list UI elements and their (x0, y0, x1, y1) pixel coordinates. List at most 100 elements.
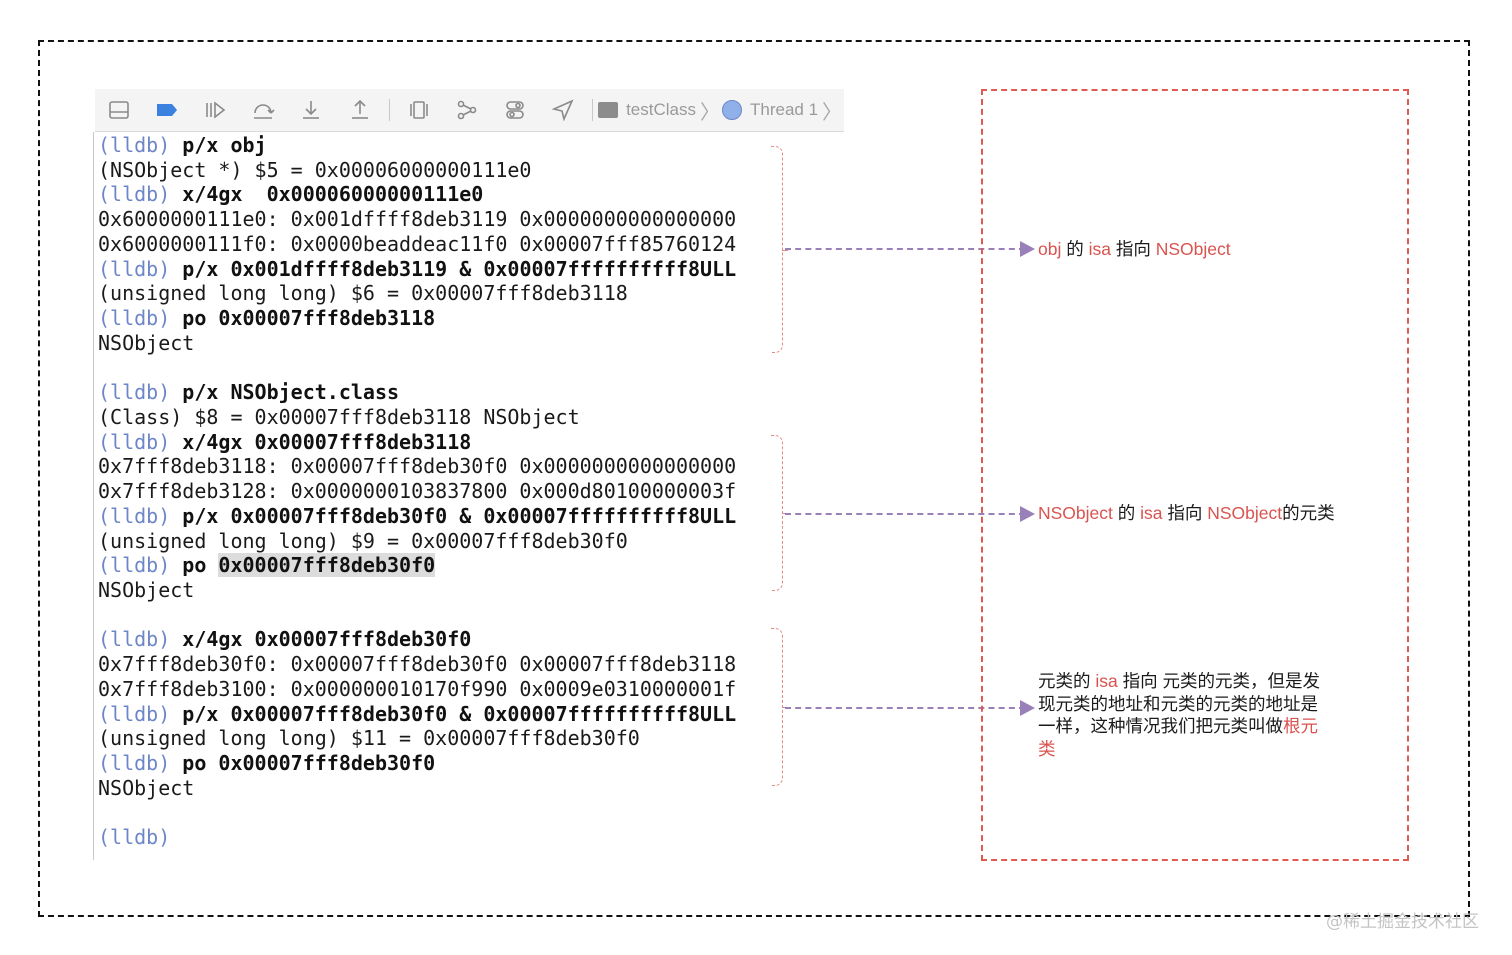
console-command-line: (lldb) x/4gx 0x00007fff8deb30f0 (98, 627, 842, 652)
chevron-right-icon: 〉 (699, 101, 720, 124)
lldb-prompt: (lldb) (98, 825, 171, 850)
annotation-note-1: obj 的 isa 指向 NSObject (1038, 238, 1231, 261)
breadcrumb-thread[interactable]: Thread 1 (749, 100, 819, 119)
breakpoint-icon[interactable] (143, 89, 191, 132)
environment-overrides-icon[interactable] (491, 89, 539, 132)
debug-view-hierarchy-icon[interactable] (395, 89, 443, 132)
note-term: 类 (1038, 738, 1056, 759)
annotation-box (981, 89, 1409, 861)
outer-dashed-frame (38, 40, 1470, 917)
console-output-line: 0x7fff8deb30f0: 0x00007fff8deb30f0 0x000… (98, 652, 737, 677)
lldb-console[interactable]: (lldb) p/x obj(NSObject *) $5 = 0x000060… (98, 133, 842, 858)
console-command: p/x 0x00007fff8deb30f0 & 0x00007ffffffff… (182, 701, 737, 726)
step-into-icon[interactable] (287, 89, 335, 132)
brace-group-2 (771, 435, 788, 591)
console-command-line: (lldb) po 0x00007fff8deb30f0 (98, 553, 842, 578)
console-command-line: (lldb) p/x 0x00007fff8deb30f0 & 0x00007f… (98, 504, 842, 529)
lldb-prompt: (lldb) (98, 256, 171, 281)
console-output-line: (Class) $8 = 0x00007fff8deb3118 NSObject (98, 404, 580, 429)
note-text: 现元类的地址和元类的元类的地址是 (1038, 693, 1318, 714)
console-command: po 0x00007fff8deb3118 (182, 306, 436, 331)
console-output-line (98, 800, 842, 825)
console-command: p/x 0x00007fff8deb30f0 & 0x00007ffffffff… (182, 503, 737, 528)
console-output-line: 0x7fff8deb3128: 0x0000000103837800 0x000… (98, 479, 737, 504)
console-command: x/4gx 0x00006000000111e0 (182, 182, 484, 207)
note-text: 的 (1061, 239, 1089, 259)
arrow-head-3 (1020, 700, 1035, 716)
console-output-line: NSObject (98, 775, 195, 800)
lldb-prompt: (lldb) (98, 429, 171, 454)
arrow-head-1 (1020, 241, 1035, 257)
simulate-location-icon[interactable] (539, 89, 587, 132)
console-command-line: (lldb) p/x 0x001dffff8deb3119 & 0x00007f… (98, 257, 842, 282)
console-command-line: (lldb) po 0x00007fff8deb3118 (98, 306, 842, 331)
note-term: 根元 (1283, 716, 1318, 736)
lldb-prompt: (lldb) (98, 133, 171, 157)
toolbar-separator (388, 99, 390, 121)
lldb-prompt: (lldb) (98, 553, 171, 578)
note-text: 指向 (1162, 503, 1208, 523)
brace-group-3 (771, 628, 788, 786)
console-command-line: (lldb) po 0x00007fff8deb30f0 (98, 751, 842, 776)
brace-group-1 (771, 146, 788, 353)
step-out-icon[interactable] (336, 89, 384, 132)
watermark: @稀土掘金技术社区 (1326, 912, 1479, 932)
arrow-head-2 (1020, 506, 1035, 522)
note-text: 指向 (1110, 239, 1156, 259)
lldb-prompt: (lldb) (98, 701, 171, 726)
console-output-line: NSObject (98, 330, 195, 355)
arrow-1 (785, 248, 1025, 250)
console-output-line: (unsigned long long) $9 = 0x00007fff8deb… (98, 528, 628, 553)
console-command-line: (lldb) p/x obj (98, 133, 842, 158)
note-text: 元类的 (1038, 671, 1096, 691)
note-term: isa (1140, 503, 1163, 523)
arrow-2 (785, 513, 1025, 515)
console-command: po 0x00007fff8deb30f0 (182, 750, 436, 775)
memory-graph-icon[interactable] (443, 89, 491, 132)
note-term: NSObject (1038, 503, 1113, 523)
console-command: x/4gx 0x00007fff8deb3118 (182, 429, 472, 454)
console-command-line: (lldb) p/x NSObject.class (98, 380, 842, 405)
arrow-3 (785, 707, 1025, 709)
console-output-line: (NSObject *) $5 = 0x00006000000111e0 (98, 157, 532, 182)
console-output-line: 0x7fff8deb3118: 0x00007fff8deb30f0 0x000… (98, 454, 737, 479)
debug-toolbar: testClass 〉 Thread 1 〉 (95, 89, 844, 132)
lldb-prompt: (lldb) (98, 182, 171, 207)
console-output-line: (unsigned long long) $11 = 0x00007fff8de… (98, 726, 640, 751)
lldb-prompt: (lldb) (98, 627, 171, 652)
console-output-line: 0x6000000111e0: 0x001dffff8deb3119 0x000… (98, 207, 737, 232)
selected-address[interactable]: 0x00007fff8deb30f0 (218, 553, 436, 578)
console-output-line: 0x6000000111f0: 0x0000beaddeac11f0 0x000… (98, 231, 737, 256)
note-text: 的元类 (1282, 503, 1335, 523)
console-output-line: (unsigned long long) $6 = 0x00007fff8deb… (98, 281, 628, 306)
annotation-note-3: 元类的 isa 指向 元类的元类，但是发 现元类的地址和元类的元类的地址是 一样… (1038, 670, 1348, 760)
breadcrumb: testClass 〉 Thread 1 〉 (598, 96, 844, 125)
toolbar-separator (592, 99, 594, 121)
console-output-line (98, 603, 842, 628)
continue-icon[interactable] (191, 89, 239, 132)
thread-icon (721, 100, 742, 120)
chevron-right-icon: 〉 (822, 101, 843, 124)
console-command: p/x obj (182, 133, 267, 157)
target-icon (598, 102, 619, 118)
console-command: x/4gx 0x00007fff8deb30f0 (182, 627, 472, 652)
console-command-line: (lldb) x/4gx 0x00006000000111e0 (98, 182, 842, 207)
console-command-line: (lldb) (98, 825, 842, 850)
note-term: obj (1038, 239, 1062, 259)
note-term: isa (1095, 671, 1118, 691)
lldb-prompt: (lldb) (98, 306, 171, 331)
console-command: po (182, 553, 219, 578)
hide-panel-icon[interactable] (95, 89, 143, 132)
note-term: NSObject (1207, 503, 1283, 523)
note-text: 指向 元类的元类，但是发 (1117, 671, 1320, 691)
lldb-prompt: (lldb) (98, 750, 171, 775)
console-command: p/x NSObject.class (182, 380, 400, 405)
console-left-border (93, 132, 94, 860)
console-output-line: 0x7fff8deb3100: 0x000000010170f990 0x000… (98, 676, 737, 701)
breadcrumb-target[interactable]: testClass (626, 100, 696, 119)
lldb-prompt: (lldb) (98, 503, 171, 528)
annotation-note-2: NSObject 的 isa 指向 NSObject的元类 (1038, 502, 1335, 525)
console-command-line: (lldb) x/4gx 0x00007fff8deb3118 (98, 430, 842, 455)
step-over-icon[interactable] (239, 89, 287, 132)
console-command-line: (lldb) p/x 0x00007fff8deb30f0 & 0x00007f… (98, 702, 842, 727)
